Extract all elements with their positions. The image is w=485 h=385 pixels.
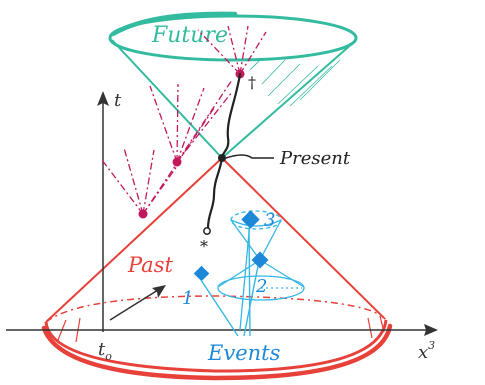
past-cone-bottom-rim-thick bbox=[41, 323, 393, 381]
event-cone-bottom-rim bbox=[217, 275, 305, 301]
events-pointer-1 bbox=[200, 279, 239, 337]
event-cone-upper-left bbox=[230, 219, 261, 261]
x-axis-label: x3 bbox=[418, 339, 435, 363]
event-cone-axis bbox=[239, 221, 251, 331]
worldline: † * bbox=[200, 72, 256, 256]
depth-axis-arrowhead bbox=[152, 285, 166, 298]
t-origin-subscript: o bbox=[105, 350, 112, 363]
future-cone-hatching bbox=[249, 57, 341, 107]
past-cone-left-edge bbox=[45, 157, 223, 323]
event-1-label: 1 bbox=[182, 288, 193, 309]
t-axis-label: t bbox=[114, 90, 122, 111]
event-cone-lower-right bbox=[259, 259, 305, 288]
event-light-cone bbox=[217, 210, 305, 331]
future-cone-top-rim-thick bbox=[110, 11, 238, 37]
future-cone-left-edge bbox=[111, 39, 223, 159]
x-axis-letter: x bbox=[418, 342, 428, 363]
axes: t x3 to bbox=[6, 90, 438, 363]
events-pointers bbox=[200, 227, 259, 337]
future-light-cone: Future bbox=[108, 11, 358, 159]
event-cone-upper-right bbox=[259, 219, 282, 261]
present-pointer-line bbox=[225, 154, 274, 159]
event-3-label: 3 bbox=[264, 210, 275, 231]
present-label: Present bbox=[279, 148, 351, 169]
present-annotation: Present bbox=[225, 148, 351, 169]
event-3-marker bbox=[241, 210, 260, 229]
worldline-path bbox=[206, 72, 242, 230]
past-cone-right-edge bbox=[221, 157, 385, 319]
dashdot-point-middle bbox=[172, 157, 182, 167]
events: 1 2 3 bbox=[182, 210, 275, 309]
t-origin-label: to bbox=[98, 339, 112, 363]
t-origin-letter: t bbox=[98, 339, 106, 360]
event-2-label: 2 bbox=[255, 276, 267, 297]
future-cone-right-edge bbox=[221, 41, 355, 159]
event-1-marker bbox=[193, 265, 210, 282]
past-cone-hatching bbox=[57, 315, 385, 343]
events-pointer-3 bbox=[248, 227, 251, 337]
event-cone-top-rim-front bbox=[230, 219, 282, 227]
events-label: Events bbox=[207, 341, 281, 365]
dashdot-light-rays bbox=[101, 25, 267, 215]
star-symbol: * bbox=[200, 237, 208, 256]
event-2-marker bbox=[251, 251, 269, 269]
past-label: Past bbox=[127, 253, 173, 277]
x-axis-superscript: 3 bbox=[428, 339, 435, 352]
future-label: Future bbox=[151, 23, 228, 48]
t-axis-arrowhead bbox=[97, 91, 109, 106]
worldline-start-circle bbox=[203, 227, 211, 235]
cross-symbol: † bbox=[248, 73, 256, 92]
past-cone-bottom-rim-front bbox=[44, 319, 388, 373]
past-cone-bottom-rim-back bbox=[45, 295, 387, 323]
past-light-cone: Past bbox=[41, 157, 393, 381]
dashdot-point-lower bbox=[138, 209, 148, 219]
events-pointer-2 bbox=[243, 265, 259, 337]
x-axis-arrowhead bbox=[424, 324, 438, 336]
present-point bbox=[218, 154, 226, 162]
depth-axis-line bbox=[109, 289, 159, 321]
event-cone-lower-left bbox=[217, 259, 261, 288]
